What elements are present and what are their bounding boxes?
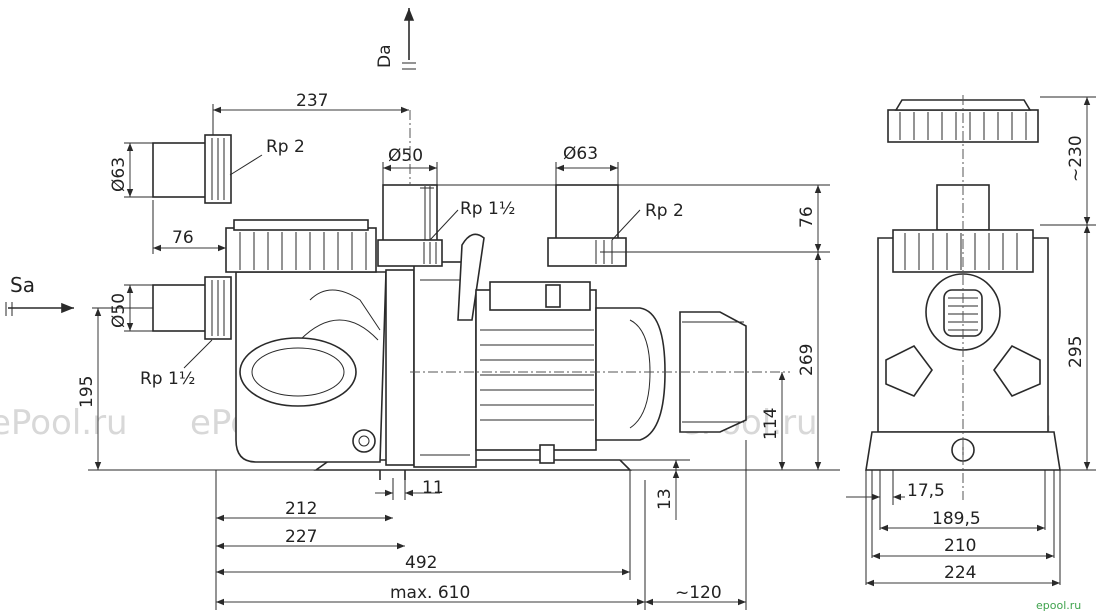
dim-227: 227 bbox=[285, 527, 317, 547]
lid-handle bbox=[457, 233, 485, 321]
dim-d50-left: Ø50 bbox=[109, 293, 129, 328]
discharge-union-63 bbox=[547, 184, 627, 267]
suction-union-63 bbox=[152, 134, 232, 204]
front-dimension-lines bbox=[846, 96, 1096, 587]
label-rp112-discharge: Rp 1½ bbox=[460, 199, 515, 219]
dim-237: 237 bbox=[296, 91, 328, 111]
dim-11: 11 bbox=[422, 478, 444, 498]
dim-76-vertical: 76 bbox=[797, 206, 817, 228]
dim-295: 295 bbox=[1066, 336, 1086, 368]
terminal-box bbox=[489, 281, 591, 311]
label-discharge: Da bbox=[375, 44, 395, 68]
dim-d63-top: Ø63 bbox=[563, 144, 598, 164]
front-grip-right bbox=[993, 344, 1041, 397]
dim-max-610: max. 610 bbox=[390, 583, 470, 603]
dim-13: 13 bbox=[655, 488, 675, 510]
lid-ring bbox=[225, 227, 377, 273]
drawing-labels: Da Sa 237 Rp 2 Ø63 76 Ø50 Rp 1½ 195 Ø50 … bbox=[10, 44, 1086, 612]
dim-224: 224 bbox=[944, 563, 976, 583]
pump-side-view bbox=[225, 110, 790, 480]
dim-114: 114 bbox=[761, 408, 781, 440]
suction-union-50 bbox=[152, 276, 232, 340]
dim-120: ~120 bbox=[675, 583, 722, 603]
dim-212: 212 bbox=[285, 499, 317, 519]
label-rp2-suction: Rp 2 bbox=[266, 137, 305, 157]
dim-17-5: 17,5 bbox=[907, 481, 945, 501]
discharge-pipe bbox=[382, 184, 438, 246]
dim-195: 195 bbox=[77, 376, 97, 408]
label-suction: Sa bbox=[10, 273, 35, 297]
dim-76-horizontal: 76 bbox=[172, 228, 194, 248]
discharge-union bbox=[377, 239, 443, 267]
dim-269: 269 bbox=[797, 344, 817, 376]
lid-ribs bbox=[239, 232, 367, 270]
volute-flange bbox=[385, 269, 415, 466]
motor-foot bbox=[539, 444, 555, 464]
dim-230: ~230 bbox=[1066, 135, 1086, 182]
label-rp112-suction: Rp 1½ bbox=[140, 369, 195, 389]
site-logo: epool.ru bbox=[1036, 599, 1081, 612]
label-rp2-union: Rp 2 bbox=[645, 201, 684, 221]
motor-fins bbox=[480, 329, 594, 421]
front-grip-left bbox=[885, 344, 933, 397]
watermark-1: ePool.ru bbox=[0, 403, 128, 443]
side-dimension-lines bbox=[5, 7, 840, 610]
suction-port-oval bbox=[239, 337, 357, 407]
dim-210: 210 bbox=[944, 536, 976, 556]
dim-d50-top: Ø50 bbox=[388, 146, 423, 166]
motor-end-cap bbox=[595, 307, 666, 441]
dim-492: 492 bbox=[405, 553, 437, 573]
motor-housing bbox=[475, 289, 597, 451]
dim-189-5: 189,5 bbox=[932, 509, 981, 529]
drain-plug bbox=[352, 429, 376, 453]
pump-front-view bbox=[865, 95, 1061, 500]
dim-d63-left: Ø63 bbox=[109, 157, 129, 192]
